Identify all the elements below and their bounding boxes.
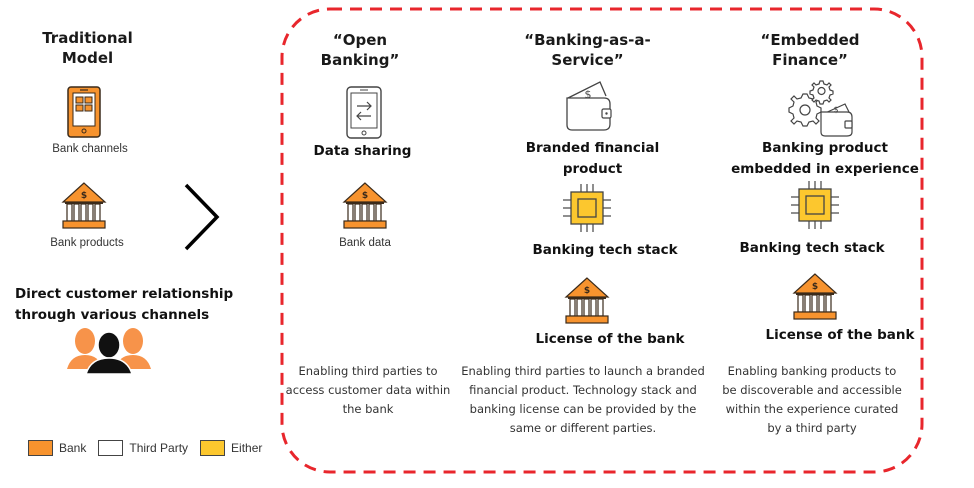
bank-data-label: Bank data [339,237,391,249]
baas-tech-stack-label: Banking tech stack [532,242,678,258]
chevron-right-icon [183,182,221,252]
svg-text:$: $ [584,286,590,296]
legend: Bank Third Party Either [28,440,262,456]
bank-building-icon: $ [342,182,388,230]
svg-text:$: $ [812,282,818,292]
legend-item-bank: Bank [28,440,86,456]
bank-channels-label: Bank channels [52,143,128,155]
embedded-description: Enabling banking products to be discover… [722,364,902,435]
wallet-icon: $ [564,80,614,132]
phone-transfer-icon [346,86,382,140]
legend-label: Either [231,441,263,455]
direct-relationship-text: Direct customer relationship through var… [15,286,234,323]
chip-icon [561,183,613,233]
legend-swatch-third-party [98,440,124,456]
bank-building-icon: $ [564,277,610,325]
branded-product-label: Branded financial product [525,140,660,177]
chip-icon [789,180,841,230]
legend-swatch-bank [28,440,53,456]
legend-label: Third Party [129,441,189,455]
baas-title: “Banking-as-a- Service” [524,31,651,69]
baas-description: Enabling third parties to launch a brand… [461,364,705,435]
traditional-model-title: Traditional Model [42,29,133,67]
bank-building-icon: $ [792,273,838,321]
embedded-finance-title: “Embedded Finance” [760,31,860,69]
bank-building-icon: $ [61,182,107,230]
svg-text:$: $ [833,105,838,114]
customers-group-icon [67,327,151,375]
legend-label: Bank [59,441,87,455]
bank-products-label: Bank products [50,237,124,249]
open-banking-description: Enabling third parties to access custome… [285,364,451,416]
svg-text:$: $ [585,88,592,101]
svg-text:$: $ [362,191,368,201]
svg-text:$: $ [81,191,87,201]
baas-license-label: License of the bank [535,331,685,347]
embedded-license-label: License of the bank [765,327,915,343]
legend-item-either: Either [200,440,262,456]
tablet-icon [67,86,101,138]
data-sharing-label: Data sharing [313,143,412,159]
legend-item-third-party: Third Party [98,440,188,456]
embedded-tech-stack-label: Banking tech stack [739,240,885,256]
open-banking-title: “Open Banking” [320,31,400,69]
legend-swatch-either [200,440,226,456]
embedded-product-label: Banking product embedded in experience [731,140,919,177]
gears-wallet-icon: $ [783,80,855,138]
